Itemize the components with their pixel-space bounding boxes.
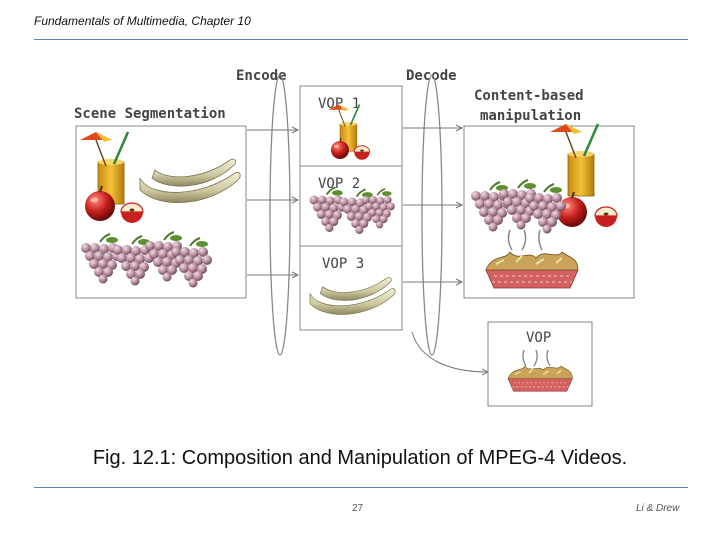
- page-number: 27: [352, 503, 363, 514]
- encode-lens: [270, 75, 290, 355]
- output-basket-icon: [486, 252, 578, 288]
- vop-basket-icon: [508, 366, 572, 391]
- figure-caption: Fig. 12.1: Composition and Manipulation …: [0, 447, 720, 470]
- content-based-label-line2: manipulation: [480, 108, 581, 124]
- footer-rule: [34, 487, 688, 488]
- scene-panel: [76, 126, 246, 298]
- footer-authors: Li & Drew: [636, 503, 679, 514]
- content-based-label-line1: Content-based: [474, 88, 584, 104]
- vop-output-label: VOP: [526, 330, 551, 346]
- decode-lens: [422, 75, 442, 355]
- vop2-label: VOP 2: [318, 176, 360, 192]
- manipulation-panel: [464, 124, 634, 298]
- scene-segmentation-label: Scene Segmentation: [74, 106, 226, 122]
- vop3-label: VOP 3: [322, 256, 364, 272]
